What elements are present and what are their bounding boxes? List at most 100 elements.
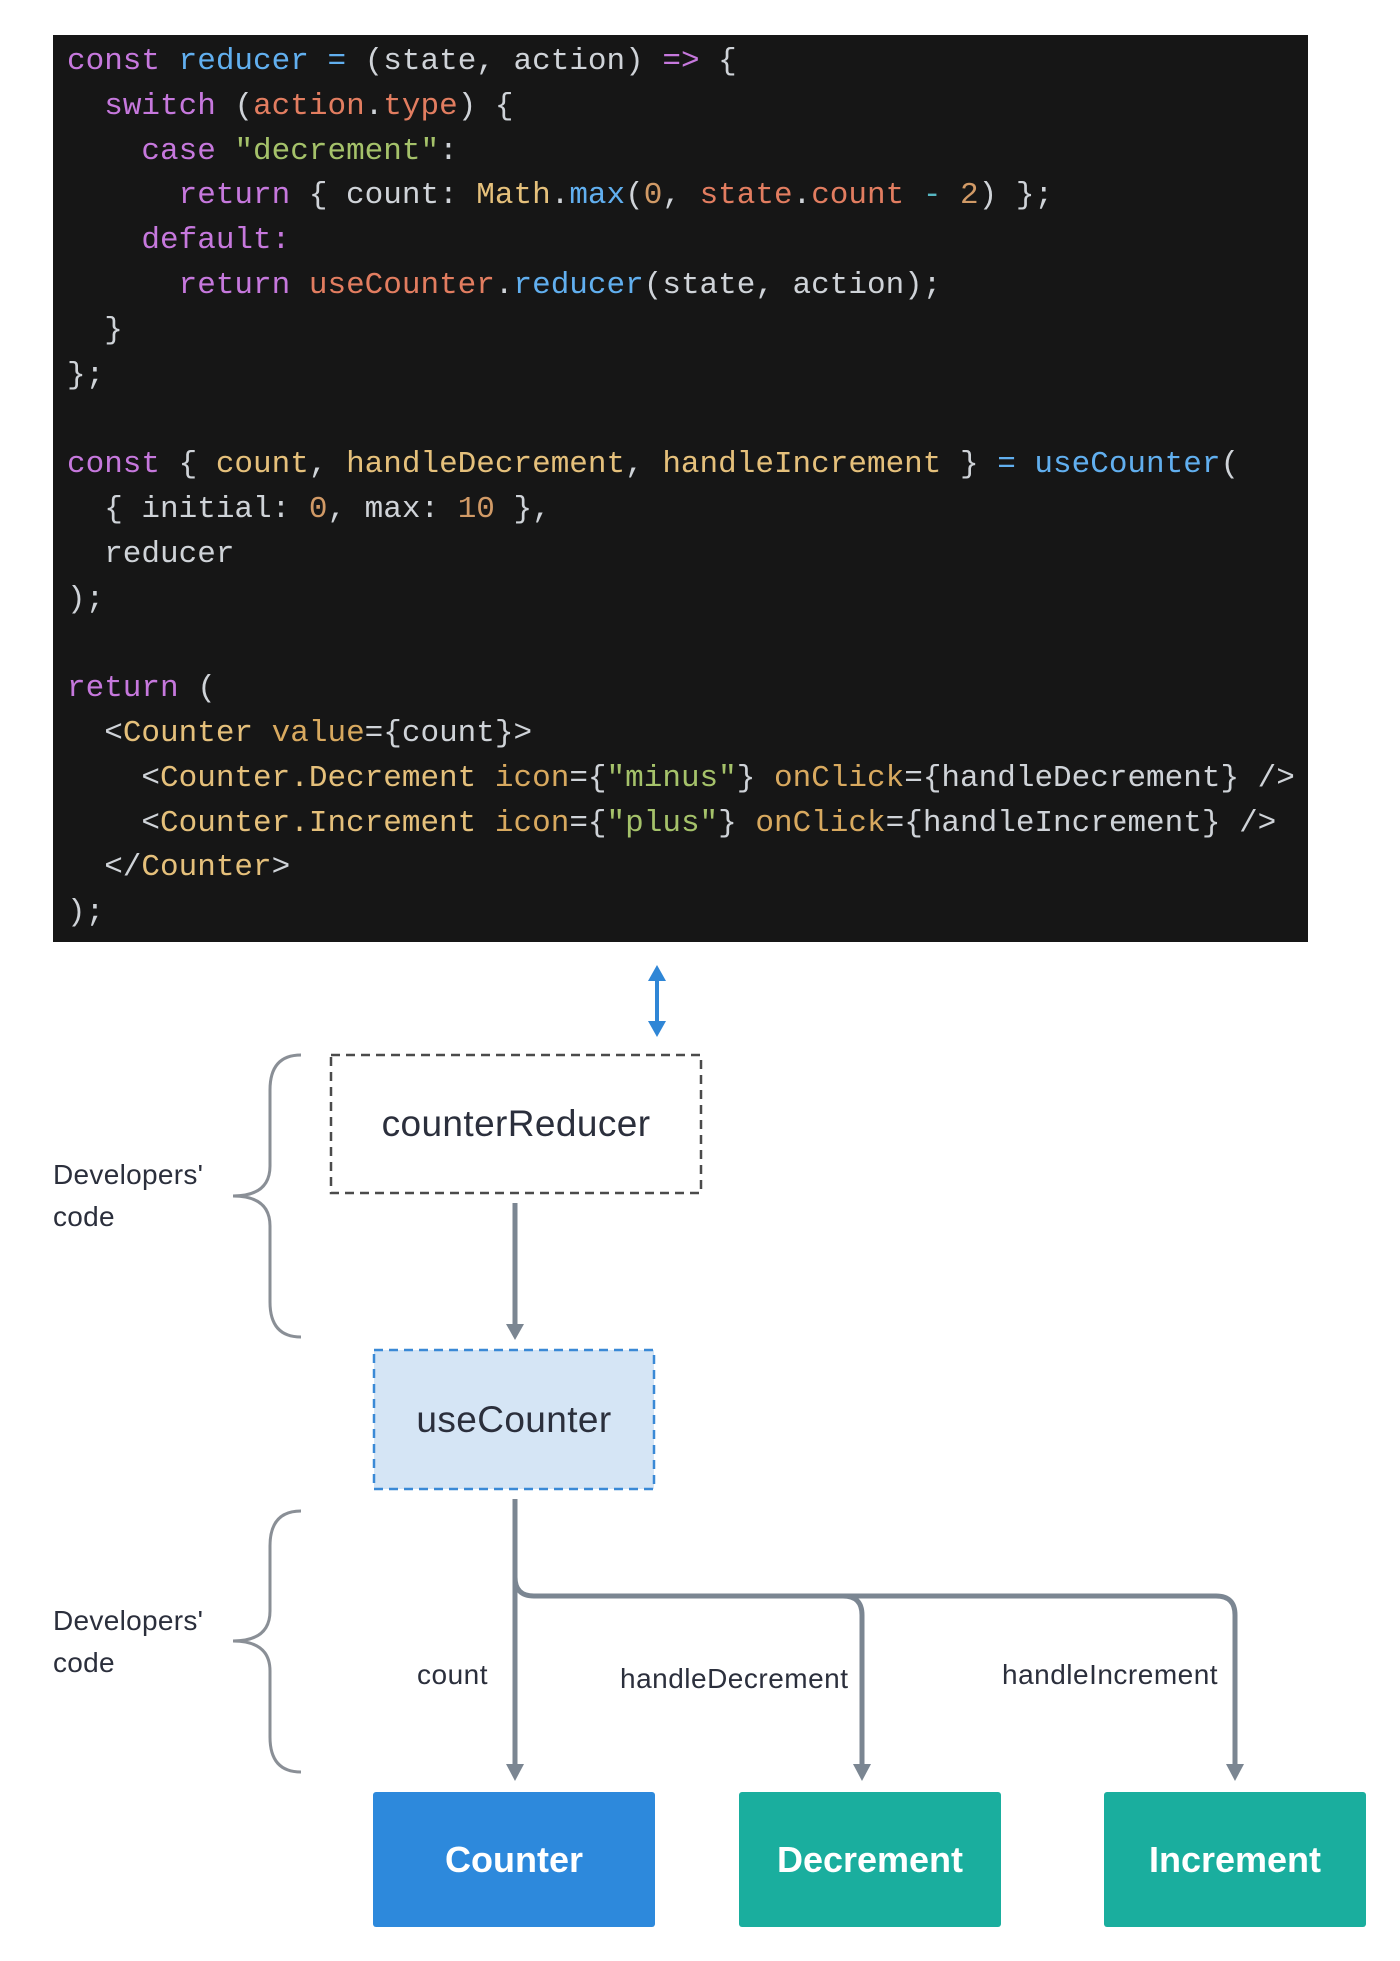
- arrowhead-decrement: [853, 1764, 871, 1781]
- code-token: ,: [308, 447, 347, 483]
- code-line: reducer: [67, 533, 1308, 578]
- code-token: {: [699, 44, 737, 79]
- code-token: Counter.Decrement: [160, 760, 477, 796]
- code-token: }: [67, 312, 123, 348]
- connector-arrowheads: [506, 1764, 1244, 1781]
- code-token: <: [67, 715, 123, 751]
- code-token: reducer: [513, 267, 644, 303]
- code-token: { count:: [290, 178, 477, 214]
- code-token: icon: [494, 760, 570, 796]
- code-token: ={: [569, 760, 607, 796]
- code-token: 2: [960, 178, 979, 214]
- code-token: (state, action): [346, 44, 663, 79]
- code-token: >: [271, 850, 291, 886]
- code-token: (: [1220, 447, 1240, 483]
- developers-code-label-bottom: Developers' code: [53, 1605, 204, 1678]
- code-token: count: [215, 447, 309, 483]
- code-token: .: [550, 178, 570, 214]
- code-line: const reducer = (state, action) => {: [67, 40, 1308, 85]
- left-brace-top: [232, 1053, 302, 1339]
- code-line: <Counter.Decrement icon={"minus"} onClic…: [67, 757, 1308, 802]
- code-token: return: [178, 178, 291, 214]
- code-line: const { count, handleDecrement, handleIn…: [67, 443, 1308, 488]
- code-token: handleIncrement: [662, 447, 942, 483]
- code-token: type: [383, 88, 458, 124]
- code-token: ) {: [457, 88, 514, 124]
- code-line: return (: [67, 667, 1308, 712]
- code-line: case "decrement":: [67, 130, 1308, 175]
- use-counter-box-outline: [372, 1348, 656, 1491]
- code-line: </Counter>: [67, 846, 1308, 891]
- code-token: reducer: [178, 44, 309, 79]
- arrowhead-count: [506, 1764, 524, 1781]
- code-token: { initial:: [67, 491, 309, 527]
- code-line: default:: [67, 219, 1308, 264]
- code-token: useCounter: [308, 267, 495, 303]
- code-line: <Counter.Increment icon={"plus"} onClick…: [67, 802, 1308, 847]
- code-token: Counter: [141, 850, 272, 886]
- code-token: onClick: [773, 760, 905, 796]
- code-token: ={: [569, 805, 607, 841]
- code-token: .: [792, 178, 812, 214]
- arrow-reducer-to-hook: [506, 1203, 524, 1340]
- code-token: reducer: [67, 536, 235, 572]
- developers-code-label-top: Developers' code: [53, 1159, 204, 1232]
- code-line: return { count: Math.max(0, state.count …: [67, 174, 1308, 219]
- code-token: },: [494, 491, 551, 527]
- code-token: {: [160, 447, 216, 483]
- code-token: };: [67, 357, 105, 393]
- code-token: return: [178, 267, 291, 303]
- code-token: -: [922, 178, 942, 214]
- code-token: "plus": [606, 805, 719, 841]
- up-down-arrow-icon: [648, 965, 666, 1037]
- code-token: ,: [662, 178, 700, 214]
- code-token: switch: [104, 88, 216, 124]
- code-token: value: [271, 715, 365, 751]
- code-token: icon: [494, 805, 570, 841]
- code-token: 0: [308, 491, 328, 527]
- code-token: const: [67, 447, 161, 483]
- code-token: ={handleIncrement} />: [885, 805, 1277, 841]
- edge-label-count: count: [417, 1659, 488, 1690]
- decrement-component-box: Decrement: [739, 1792, 1001, 1927]
- code-token: }: [736, 760, 774, 796]
- code-token: case: [141, 133, 216, 169]
- code-line: );: [67, 578, 1308, 623]
- counter-reducer-box-outline: [329, 1053, 703, 1195]
- code-token: 10: [457, 491, 495, 527]
- code-line: return useCounter.reducer(state, action)…: [67, 264, 1308, 309]
- code-token: "minus": [606, 760, 737, 796]
- code-token: );: [67, 895, 105, 931]
- code-token: </: [67, 850, 142, 886]
- code-token: }: [941, 447, 998, 483]
- code-line: );: [67, 891, 1308, 936]
- code-token: Counter: [122, 715, 254, 751]
- code-token: (: [178, 671, 216, 707]
- code-token: =>: [662, 44, 700, 79]
- code-token: <: [67, 805, 161, 841]
- code-token: action: [253, 88, 365, 124]
- code-token: (: [625, 178, 644, 214]
- code-line: <Counter value={count}>: [67, 712, 1308, 757]
- code-token: }: [718, 805, 756, 841]
- code-token: ) };: [978, 178, 1054, 214]
- code-line: };: [67, 354, 1308, 399]
- code-token: max: [569, 178, 626, 214]
- edge-label-handle-decrement: handleDecrement: [620, 1663, 849, 1694]
- hook-output-connectors: [512, 1499, 1238, 1766]
- code-token: ={count}>: [364, 715, 533, 751]
- code-token: handleDecrement: [346, 447, 626, 483]
- code-block: const reducer = (state, action) => { swi…: [53, 35, 1308, 942]
- code-token: <: [67, 760, 161, 796]
- counter-reducer-label: counterReducer: [381, 1103, 651, 1144]
- code-token: =: [997, 447, 1016, 483]
- code-token: onClick: [755, 805, 886, 841]
- code-line: switch (action.type) {: [67, 85, 1308, 130]
- code-token: (state, action);: [643, 267, 942, 303]
- connector-increment: [512, 1576, 1238, 1766]
- code-token: .: [494, 267, 514, 303]
- code-token: useCounter: [1034, 447, 1221, 483]
- arrowhead-increment: [1226, 1764, 1244, 1781]
- code-token: (: [215, 88, 254, 124]
